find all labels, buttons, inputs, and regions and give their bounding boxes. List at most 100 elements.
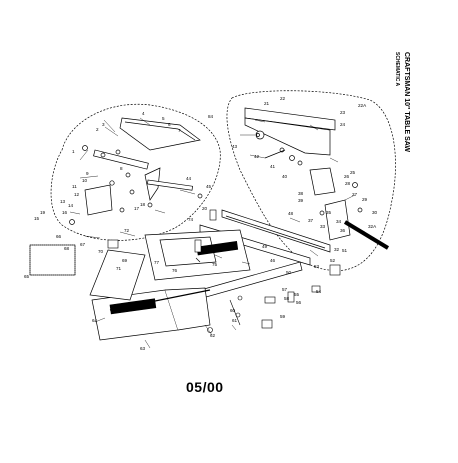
fence-rail [244,107,336,131]
callout-60: 60 [230,308,236,313]
bracket-69 [107,239,119,249]
rip-fence-group-outline [226,90,396,271]
callout-50: 50 [286,270,292,275]
callout-6: 6 [168,122,171,127]
callout-35: 35 [326,210,332,215]
callout-33: 33 [320,224,326,229]
callout-66: 66 [56,234,62,239]
callout-61: 61 [232,318,238,323]
diagram-title: CRAFTSMAN 10" TABLE SAW [403,52,410,153]
callout-7: 7 [178,128,181,133]
table-logo-text-2: CRAFTSMAN [112,304,141,313]
callout-8: 8 [120,166,123,171]
bracket-75 [194,239,202,253]
callout-40: 40 [282,174,288,179]
callout-28: 28 [345,181,351,186]
callout-24: 24 [340,122,346,127]
callout-32: 32 [334,247,340,252]
callout-75: 75 [212,262,218,267]
splitter-bar [93,149,149,170]
callout-70: 70 [98,249,104,254]
bracket-52 [329,264,341,276]
callout-58: 58 [284,296,290,301]
callout-3: 3 [102,122,105,127]
callout-71: 71 [116,266,122,271]
callout-59: 59 [280,314,286,319]
callout-12: 12 [74,192,80,197]
callout-56: 56 [296,300,302,305]
callout-45: 45 [206,184,212,189]
callout-68: 68 [64,246,70,251]
callout-31: 31 [370,236,376,241]
callout-72: 72 [124,228,130,233]
callout-69: 69 [122,258,128,263]
callout-48: 48 [288,211,294,216]
callout-42: 42 [254,154,260,159]
callout-22A: 22A [358,103,367,108]
blade-guard-group-outline [50,103,221,241]
callout-10: 10 [82,178,88,183]
callout-37: 37 [308,218,314,223]
blade-guard-assembly [69,117,203,225]
callout-1: 1 [72,149,75,154]
callout-39: 39 [298,198,304,203]
callout-9: 9 [86,171,89,176]
callout-52: 52 [330,258,336,263]
callout-41: 41 [270,164,276,169]
callout-25: 25 [350,170,356,175]
revision-date: 05/00 [186,379,224,395]
callout-73: 73 [212,244,218,249]
bracket-48 [209,209,217,221]
callout-22: 22 [280,96,286,101]
callout-51: 51 [342,248,348,253]
callout-27: 27 [352,192,358,197]
callout-4: 4 [142,111,145,116]
callout-14: 14 [68,203,74,208]
callout-26: 26 [344,174,350,179]
base-plate [89,249,146,301]
leader-lines [69,117,366,349]
extension-wing [91,289,179,341]
callout-44: 44 [186,176,192,181]
fence-front [244,117,331,156]
callout-77: 77 [154,260,160,265]
callout-62: 62 [210,333,216,338]
callout-21: 21 [264,101,270,106]
callout-65: 65 [24,274,30,279]
callout-23: 23 [340,110,346,115]
callout-5: 5 [162,116,165,121]
front-fence-rail [221,209,331,253]
table-insert [159,236,217,267]
knob-57 [264,296,276,304]
callout-13: 13 [60,199,66,204]
table-logo-text-1: CRAFTSMAN [199,245,228,254]
callout-49: 49 [262,244,268,249]
callout-63: 63 [140,346,146,351]
callout-84: 84 [208,114,214,119]
fence-lock-handle [309,167,336,196]
callout-54: 54 [316,289,322,294]
knob-59 [261,319,273,329]
callout-57: 57 [282,287,288,292]
callout-30: 30 [372,210,378,215]
callout-32A: 32A [368,224,377,229]
callout-20: 20 [202,206,208,211]
clip-60 [287,291,295,303]
callout-29: 29 [362,197,368,202]
diagram-subtitle: SCHEMATIC A [394,52,400,87]
spreader-plate [84,184,113,216]
rail-bar-44 [147,179,193,191]
callout-16: 16 [62,210,68,215]
callout-55: 55 [294,292,300,297]
callout-15: 15 [34,216,40,221]
callout-18: 18 [140,202,146,207]
block-65 [29,244,76,276]
callout-47: 47 [222,242,228,247]
miter-slot [109,289,211,311]
callout-2: 2 [96,127,99,132]
callout-64: 64 [92,318,98,323]
part-callouts: 1234567891011121314151617181920212222A23… [24,96,378,351]
callout-53: 53 [314,264,320,269]
callout-34: 34 [336,219,342,224]
